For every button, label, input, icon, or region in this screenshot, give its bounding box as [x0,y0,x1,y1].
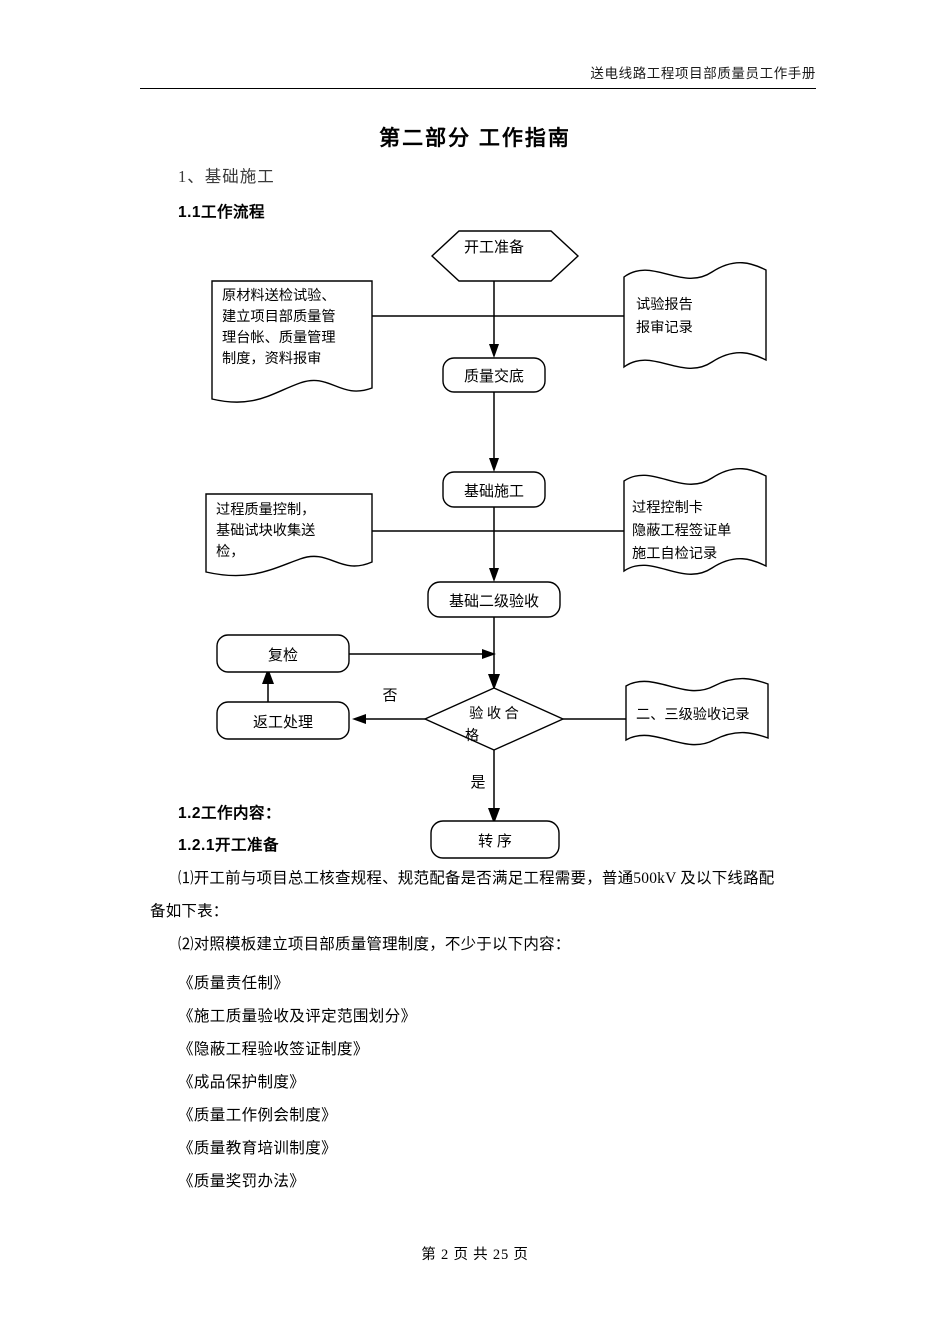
page-footer: 第 2 页 共 25 页 [421,1247,529,1263]
section-heading-1: 1、基础施工 [178,167,275,186]
node-fangong: 返工处理 [216,701,350,740]
paragraph-1-line-2: 备如下表： [150,903,229,920]
list-item: 《质量责任制》 [178,975,290,992]
paragraph-1-line-1: ⑴开工前与项目总工核查规程、规范配备是否满足工程需要，普通500kV 及以下线路… [178,870,775,887]
node-start: 开工准备 [430,230,580,282]
node-left-doc-1: 原材料送检试验、 建立项目部质量管 理台帐、质量管理 制度，资料报审 [211,280,373,403]
node-right-flag-2-line3: 施工自检记录 [632,546,717,562]
node-right-flag-2: 过程控制卡 隐蔽工程签证单 施工自检记录 [623,468,767,575]
node-left-doc-2-line3: 检， [216,544,244,560]
list-item: 《隐蔽工程验收签证制度》 [178,1041,369,1058]
node-decision-line1: 验 收 合 [469,706,519,722]
node-yanshou2-label: 基础二级验收 [449,593,539,610]
page-title: 第二部分 工作指南 [379,127,571,150]
node-left-doc-2-line2: 基础试块收集送 [216,522,315,539]
node-fangong-label: 返工处理 [253,714,313,731]
list-item: 《施工质量验收及评定范围划分》 [178,1008,417,1025]
list-item: 《质量工作例会制度》 [178,1107,338,1124]
connector-fujian-to-axis [348,649,496,659]
connector-jiaodi-to-jichu [489,392,499,472]
node-left-doc-1-line4: 制度，资料报审 [222,351,321,367]
node-decision: 验 收 合 格 [423,687,565,751]
node-yanshou2: 基础二级验收 [427,581,561,618]
connector-fangong-to-fujian [262,668,274,703]
heading-1-2-1: 1.2.1开工准备 [178,837,279,854]
node-right-flag-3-line1: 二、三级验收记录 [636,707,750,723]
paragraph-2: ⑵对照模板建立项目部质量管理制度，不少于以下内容： [178,936,571,953]
node-fujian-label: 复检 [268,646,298,664]
node-fujian: 复检 [216,634,350,673]
list-item: 《质量奖罚办法》 [178,1173,306,1190]
node-right-flag-1-line1: 试验报告 [636,297,693,313]
node-right-flag-2-line2: 隐蔽工程签证单 [632,522,731,539]
list-item: 《质量教育培训制度》 [178,1140,338,1157]
node-jiaodi-label: 质量交底 [464,367,524,385]
node-zhuanxu: 转 序 [430,820,560,859]
node-start-label-1: 开工准备 [464,239,524,256]
connector-jichu-to-yanshou2 [489,507,499,582]
node-left-doc-1-line3: 理台帐、质量管理 [222,330,336,346]
node-right-flag-1: 试验报告 报审记录 [623,262,767,369]
node-right-flag-2-line1: 过程控制卡 [632,500,703,516]
edge-label-no: 否 [382,688,397,704]
node-right-flag-1-line2: 报审记录 [636,320,693,336]
edge-label-yes: 是 [470,775,485,791]
node-jichu: 基础施工 [442,471,546,508]
node-left-doc-2-line1: 过程质量控制， [216,502,315,518]
heading-1-1: 1.1工作流程 [178,204,266,221]
list-item: 《成品保护制度》 [178,1074,306,1091]
node-zhuanxu-label: 转 序 [478,833,512,850]
node-right-flag-3: 二、三级验收记录 [625,677,769,746]
connector-start-to-jiaodi [489,280,499,358]
node-jiaodi: 质量交底 [442,357,546,393]
node-left-doc-1-line1: 原材料送检试验、 [222,288,336,304]
page-header: 送电线路工程项目部质量员工作手册 [140,62,816,89]
heading-1-2: 1.2工作内容： [178,805,282,822]
connector-decision-to-zhuanxu [488,750,500,824]
node-left-doc-1-line2: 建立项目部质量管 [222,309,336,325]
connector-yanshou2-to-decision [488,616,500,690]
node-decision-line2: 格 [465,728,479,744]
connector-decision-to-fangong [352,714,425,724]
node-jichu-label: 基础施工 [464,483,524,500]
node-left-doc-2: 过程质量控制， 基础试块收集送 检， [205,493,373,577]
